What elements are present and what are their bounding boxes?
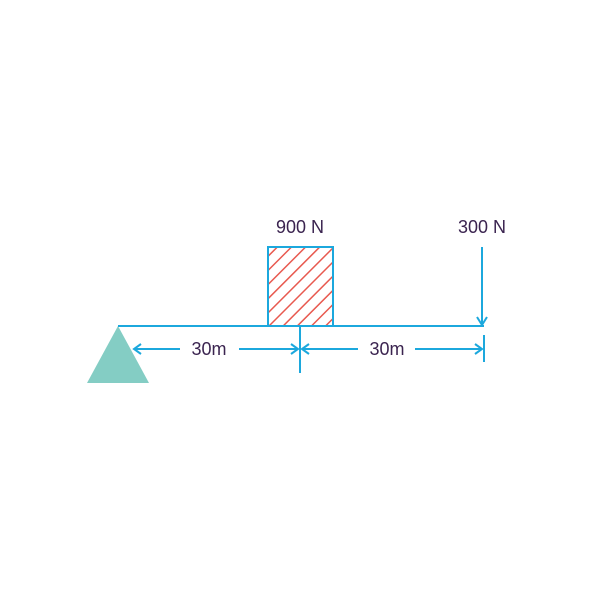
block-load-label: 900 N [276,217,324,237]
point-load-label: 300 N [458,217,506,237]
point-load-arrow [476,247,488,327]
right-span-label: 30m [369,339,404,359]
pin-support [87,326,149,383]
dimension-line-left [132,343,300,355]
dimension-line-right [300,343,484,355]
left-span-label: 30m [191,339,226,359]
block-load [267,246,334,327]
